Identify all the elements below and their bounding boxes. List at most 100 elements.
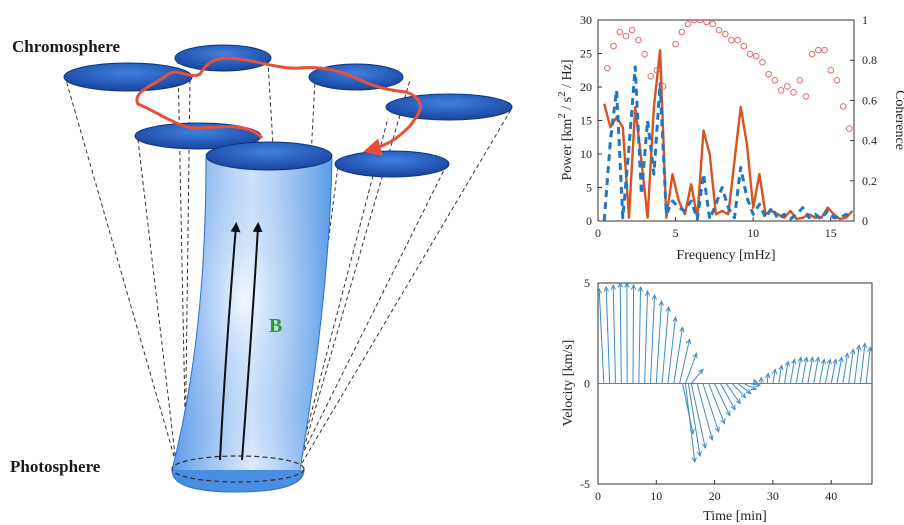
coherence-point	[659, 83, 667, 90]
coherence-point	[697, 20, 704, 24]
velocity-vector	[684, 352, 698, 384]
coherence-point	[827, 66, 835, 74]
coherence-point	[833, 77, 841, 84]
coherence-point	[678, 28, 686, 36]
coherence-point	[635, 36, 642, 44]
velocity-vector	[830, 358, 838, 384]
coherence-point	[728, 36, 735, 44]
velocity-vector	[696, 383, 714, 441]
velocity-vector	[598, 287, 605, 384]
velocity-vector	[725, 383, 741, 405]
velocity-vector	[624, 283, 630, 384]
chromosphere-label: Chromosphere	[12, 37, 120, 56]
velocity-vector	[673, 326, 685, 384]
coherence-point	[690, 20, 698, 24]
coherence-point	[839, 103, 847, 110]
coherence-point	[647, 72, 655, 80]
coherence-point	[715, 26, 723, 34]
coherence-point	[777, 87, 785, 94]
coherence-point	[790, 89, 797, 96]
velocity-vector	[655, 299, 664, 384]
y-axis-label: Power [km2 / s2 / Hz]	[556, 59, 575, 180]
velocity-vector	[702, 383, 720, 433]
velocity-vector	[789, 358, 797, 384]
y-tick-label: 5	[584, 276, 590, 290]
velocity-vector	[644, 289, 651, 384]
field-line	[219, 222, 241, 461]
coherence-point	[672, 40, 679, 48]
velocity-vector	[603, 285, 611, 384]
y2-tick-label: 0.6	[862, 93, 877, 107]
coherence-point	[622, 32, 630, 40]
velocity-vector	[737, 383, 752, 395]
coherence-point	[703, 20, 710, 26]
y-tick-label: 0	[586, 214, 592, 228]
x-tick-label: 15	[825, 226, 837, 240]
velocity-vector	[795, 356, 803, 384]
coherence-point	[616, 28, 624, 36]
velocity-vector	[690, 368, 704, 384]
velocity-vector	[836, 356, 844, 384]
x-tick-label: 5	[673, 226, 679, 240]
velocity-vector	[771, 368, 778, 384]
coherence-point	[821, 46, 828, 54]
velocity-vector	[637, 285, 644, 384]
velocity-vector	[824, 358, 832, 384]
y2-tick-label: 0	[862, 214, 868, 228]
velocity-vector	[719, 383, 736, 411]
coherence-point	[684, 20, 692, 28]
power-series-solid	[603, 49, 854, 221]
coherence-point	[653, 66, 661, 74]
y-tick-label: 15	[580, 114, 592, 128]
velocity-vector	[690, 383, 707, 449]
velocity-vector	[610, 283, 616, 384]
y-tick-label: 10	[580, 147, 592, 161]
velocity-vector	[617, 283, 623, 384]
x-axis-label: Time [min]	[703, 509, 767, 524]
velocity-vector	[865, 346, 872, 384]
flux-tube-diagram: Chromosphere Photosphere B	[10, 37, 513, 493]
field-line	[241, 222, 263, 461]
field-label: B	[269, 315, 282, 337]
y-axis-label: Velocity [km/s]	[561, 340, 576, 427]
velocity-vector	[859, 342, 868, 384]
y2-axis-label: Coherence	[892, 90, 904, 150]
velocity-vector	[667, 316, 678, 384]
velocity-vector	[819, 358, 826, 384]
y2-tick-label: 0.2	[862, 174, 877, 188]
red-trajectory	[135, 56, 422, 156]
coherence-point	[846, 125, 853, 132]
tube-top-disk	[205, 141, 333, 171]
x-axis-label: Frequency [mHz]	[676, 248, 775, 263]
coherence-point	[802, 93, 810, 100]
x-tick-label: 40	[825, 489, 837, 503]
chromosphere-disk	[334, 150, 450, 178]
velocity-vector	[752, 378, 758, 385]
coherence-point	[808, 50, 816, 58]
x-tick-label: 30	[767, 489, 779, 503]
coherence-point	[771, 77, 779, 84]
velocity-vector	[842, 352, 850, 384]
y-tick-label: 30	[580, 13, 592, 27]
velocity-vector	[813, 356, 821, 384]
y-tick-label: 20	[580, 80, 592, 94]
coherence-point	[734, 36, 741, 44]
velocity-vector	[661, 305, 671, 384]
y-tick-label: 5	[586, 181, 592, 195]
y-tick-label: -5	[580, 477, 590, 491]
velocity-vector	[743, 383, 758, 391]
coherence-point	[709, 20, 717, 28]
x-tick-label: 0	[595, 226, 601, 240]
coherence-point	[721, 30, 729, 38]
coherence-point	[815, 46, 822, 54]
chromosphere-disk	[63, 62, 193, 92]
velocity-vector	[679, 338, 692, 384]
coherence-point	[783, 83, 791, 90]
coherence-point	[759, 58, 766, 66]
coherence-point	[604, 64, 611, 72]
velocity-vector	[758, 376, 764, 384]
coherence-point	[752, 52, 760, 60]
